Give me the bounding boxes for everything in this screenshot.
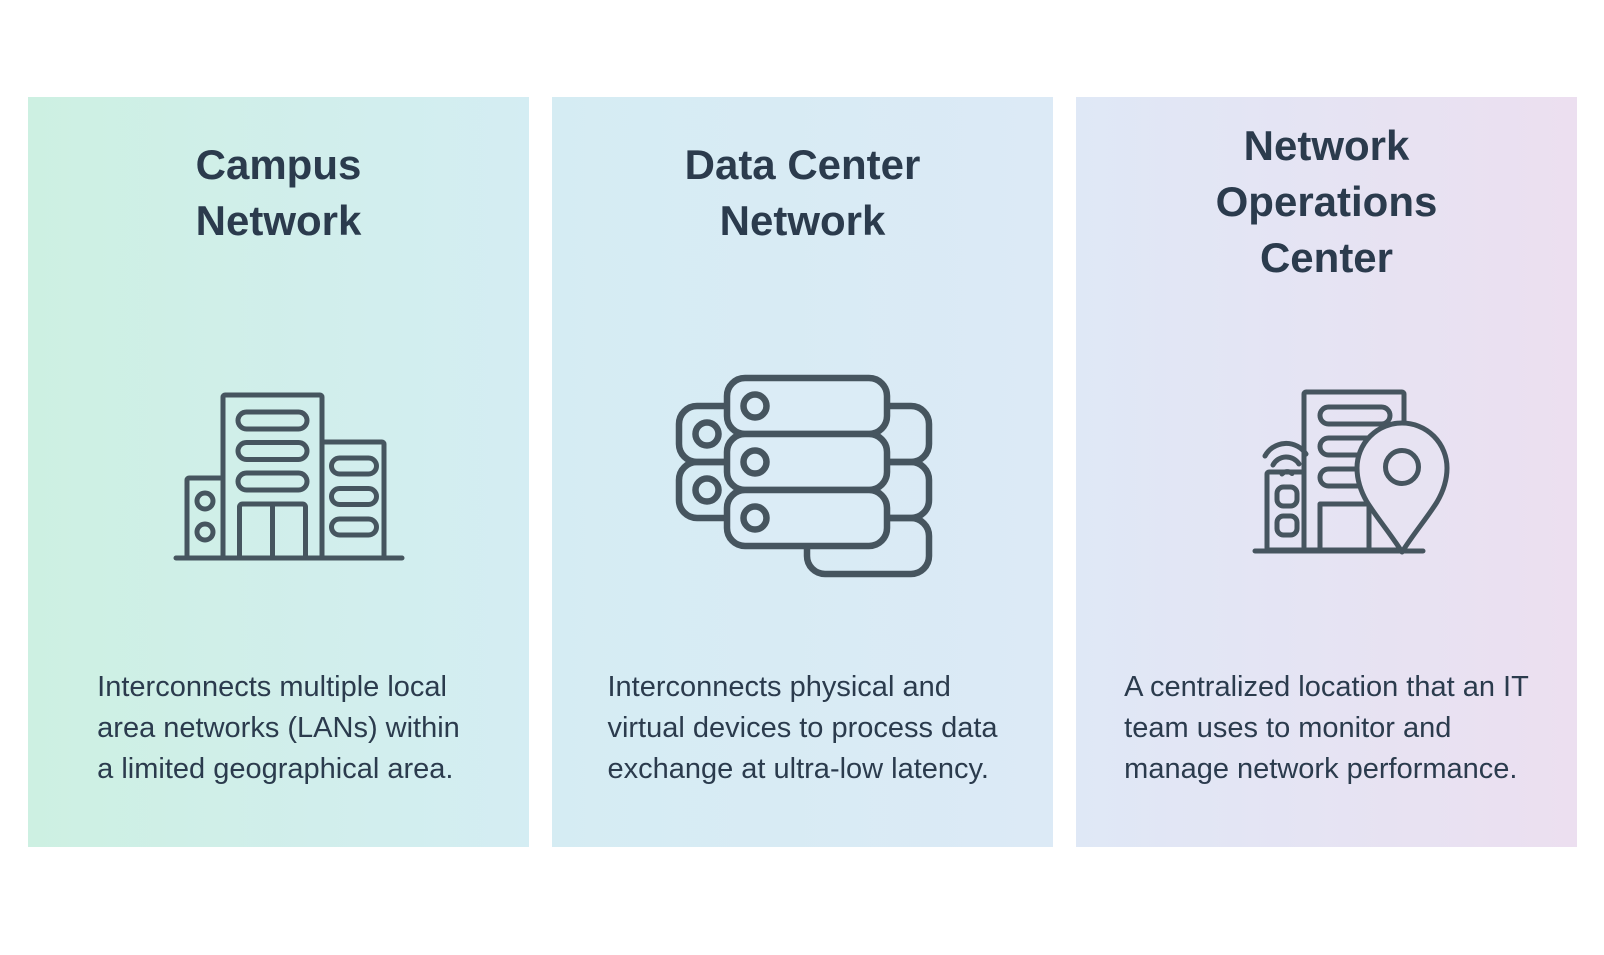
card-row: Campus Network <box>28 97 1577 847</box>
description-line: Interconnects multiple local <box>97 671 447 703</box>
card-description: A centralized location that an IT team u… <box>1124 667 1529 790</box>
description-line: Interconnects physical and <box>607 671 951 703</box>
title-line: Operations <box>1215 178 1438 225</box>
description-line: a limited geographical area. <box>97 753 454 785</box>
title-line: Network <box>1243 122 1410 169</box>
description-line: team uses to monitor and <box>1124 712 1452 744</box>
card-campus-network: Campus Network <box>28 97 529 847</box>
card-data-center-network: Data Center Network <box>552 97 1053 847</box>
card-description: Interconnects physical and virtual devic… <box>607 667 997 790</box>
title-line: Center <box>1259 234 1394 281</box>
description-line: exchange at ultra-low latency. <box>607 753 989 785</box>
card-title: Campus Network <box>28 137 529 249</box>
description-line: A centralized location that an IT <box>1124 671 1529 703</box>
title-line: Campus <box>195 141 362 188</box>
server-stack-icon <box>657 365 949 580</box>
building-location-pin-icon <box>1187 365 1467 577</box>
description-line: manage network performance. <box>1124 753 1518 785</box>
card-title: Data Center Network <box>552 137 1053 249</box>
title-line: Network <box>719 197 886 244</box>
card-network-operations-center: Network Operations Center <box>1076 97 1577 847</box>
card-description: Interconnects multiple local area networ… <box>97 667 460 790</box>
campus-buildings-icon <box>149 365 409 565</box>
description-line: virtual devices to process data <box>607 712 998 744</box>
title-line: Network <box>195 197 362 244</box>
title-line: Data Center <box>684 141 921 188</box>
card-title: Network Operations Center <box>1076 118 1577 286</box>
description-line: area networks (LANs) within <box>97 712 460 744</box>
